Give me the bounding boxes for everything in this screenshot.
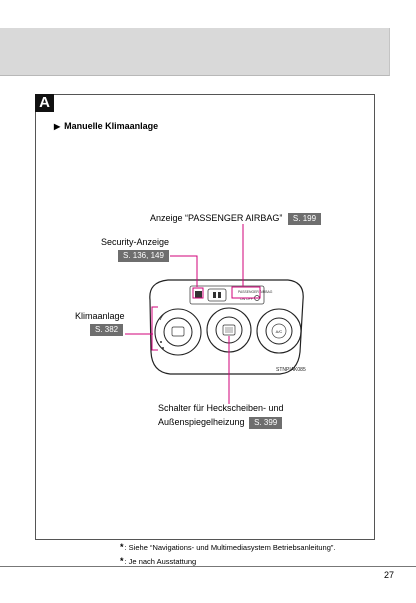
footnote-1: *: Siehe “Navigations- und Multimediasys…	[120, 542, 335, 552]
security-callout-line	[170, 255, 198, 287]
footnote-2-mark: *	[120, 556, 124, 566]
defogger-page-ref[interactable]: S. 399	[249, 417, 283, 429]
security-page-ref[interactable]: S. 136, 149	[118, 250, 169, 262]
airbag-page-ref[interactable]: S. 199	[287, 213, 322, 225]
airbag-callout-box	[231, 286, 261, 299]
fan-scale-dot	[162, 347, 164, 349]
security-callout-label: Security-Anzeige	[101, 237, 170, 247]
security-callout-box	[192, 287, 204, 299]
airbag-callout: Anzeige “PASSENGER AIRBAG” S. 199	[150, 213, 322, 225]
climate-callout-label: Klimaanlage	[75, 311, 125, 321]
callout-lines	[125, 224, 261, 404]
content-frame	[35, 94, 375, 540]
ac-button-label: A/C	[276, 329, 283, 334]
climate-callout-bracket	[151, 306, 158, 351]
airbag-callout-label: Anzeige “PASSENGER AIRBAG”	[150, 213, 283, 223]
triangle-bullet-icon: ▶	[54, 121, 61, 131]
header-band	[0, 28, 390, 76]
airbag-panel-text: PASSENGER AIRBAG	[238, 290, 273, 294]
section-title: Manuelle Klimaanlage	[64, 121, 159, 131]
footnote-1-mark: *	[120, 542, 124, 552]
section-heading: ▶ Manuelle Klimaanlage	[54, 121, 158, 131]
section-badge: A	[35, 94, 54, 112]
security-indicator-light	[195, 291, 202, 298]
defogger-callout: Außenspiegelheizung S. 399	[158, 417, 283, 429]
footnote-2: *: Je nach Ausstattung	[120, 556, 196, 566]
climate-page-ref[interactable]: S. 382	[90, 324, 124, 336]
hazard-mark	[218, 292, 221, 298]
defogger-callout-label-2: Außenspiegelheizung	[158, 417, 245, 427]
bottom-rule	[0, 566, 416, 567]
fan-scale-dot	[160, 341, 162, 343]
defogger-callout-label-1: Schalter für Heckscheiben- und	[158, 403, 284, 413]
illustration-code: STNPIAK085	[276, 367, 306, 373]
hazard-mark	[213, 292, 216, 298]
fan-icon	[171, 326, 185, 337]
airbag-panel-status: ON OFF	[240, 297, 253, 301]
footnote-2-text: : Je nach Ausstattung	[124, 557, 197, 566]
page-number: 27	[383, 570, 394, 580]
hazard-button	[207, 288, 227, 302]
footnote-1-text: : Siehe “Navigations- und Multimediasyst…	[124, 543, 336, 552]
ac-button	[271, 323, 287, 339]
fan-scale-mark	[159, 311, 167, 321]
